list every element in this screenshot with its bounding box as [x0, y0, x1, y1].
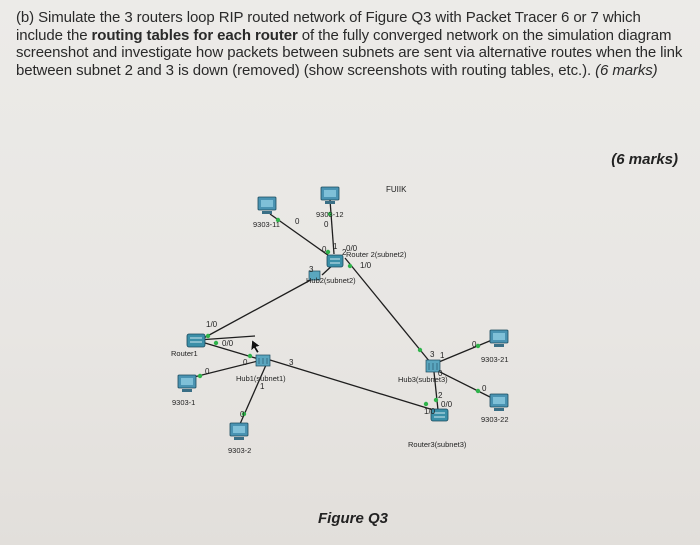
pc-9303-22-icon	[489, 393, 509, 411]
hub2-icon	[308, 270, 321, 281]
label-9303-21: 9303-21	[481, 355, 509, 364]
figure-top-label: FUIIK	[386, 185, 407, 194]
hub1-icon	[255, 354, 271, 367]
link-pc11-router2	[269, 213, 333, 259]
port-label: 0	[438, 369, 443, 378]
port-label: 1/0	[360, 261, 372, 270]
port-label: 0	[243, 358, 248, 367]
port-label: 1	[333, 242, 338, 251]
label-hub1: Hub1(subnet1)	[236, 374, 286, 383]
label-hub2: Hub2(subnet2)	[306, 276, 356, 285]
link-router1-router3	[197, 335, 256, 341]
port-label: 0	[472, 340, 477, 349]
label-9303-12: 9303-12	[316, 210, 344, 219]
pc-9303-21-icon	[489, 329, 509, 347]
router2-icon	[326, 254, 344, 268]
pc-9303-11-icon	[257, 196, 277, 214]
link-hub2-router1	[199, 275, 319, 341]
port-label: 3	[289, 358, 294, 367]
question-inline-marks: (6 marks)	[595, 61, 658, 79]
label-9303-22: 9303-22	[481, 415, 509, 424]
link-status-dots	[197, 211, 481, 417]
port-label: 0	[295, 217, 300, 226]
router3-icon	[430, 408, 449, 422]
port-label: 0/0	[346, 244, 358, 253]
port-label: 0/0	[222, 339, 234, 348]
link-pc12-router2	[329, 199, 335, 255]
pc-9303-2-icon	[229, 422, 249, 440]
network-links	[189, 199, 493, 425]
port-label: 1	[440, 351, 445, 360]
question-bold-phrase: routing tables for each router	[91, 26, 298, 44]
question-text: (b) Simulate the 3 routers loop RIP rout…	[16, 9, 686, 79]
port-label: 0/0	[441, 400, 453, 409]
port-label: 0	[324, 220, 329, 229]
port-label: 0	[322, 245, 327, 254]
link-router2-hub3	[344, 257, 431, 363]
figure-caption: Figure Q3	[318, 510, 389, 527]
router1-icon	[186, 333, 206, 348]
label-9303-1: 9303-1	[172, 398, 195, 407]
pc-9303-1-icon	[177, 374, 197, 392]
link-hub3-router3	[433, 371, 439, 411]
link-hub1-pc1	[189, 359, 263, 379]
port-label: 1/0	[206, 320, 218, 329]
port-label: 1	[260, 382, 265, 391]
link-router1-hub1	[204, 342, 263, 361]
label-9303-2: 9303-2	[228, 446, 251, 455]
port-label: 3	[309, 265, 314, 274]
label-router3: Router3(subnet3)	[408, 440, 467, 449]
marks-label: (6 marks)	[611, 151, 678, 168]
port-label: 0	[205, 367, 210, 376]
label-router1: Router1	[171, 349, 198, 358]
label-router2: Router 2(subnet2)	[346, 250, 407, 259]
port-label: 2	[438, 391, 443, 400]
port-label: 2	[342, 248, 347, 257]
port-label: 0	[240, 410, 245, 419]
label-hub3: Hub3(subnet3)	[398, 375, 448, 384]
question-prefix: (b) Simulate the 3 routers loop RIP rout…	[16, 9, 641, 44]
link-hub3-pc22	[435, 369, 493, 399]
link-hub3-pc21	[433, 339, 493, 365]
pc-9303-12-icon	[320, 186, 340, 204]
link-router1-router3-long	[269, 359, 441, 413]
label-9303-11: 9303-11	[253, 220, 280, 229]
question-body: of the fully converged network on the si…	[16, 26, 683, 79]
move-cursor-icon	[250, 339, 261, 354]
port-label: 1/0	[424, 407, 436, 416]
port-label: 3	[430, 350, 435, 359]
port-label: 0	[482, 384, 487, 393]
hub3-icon	[425, 359, 441, 373]
